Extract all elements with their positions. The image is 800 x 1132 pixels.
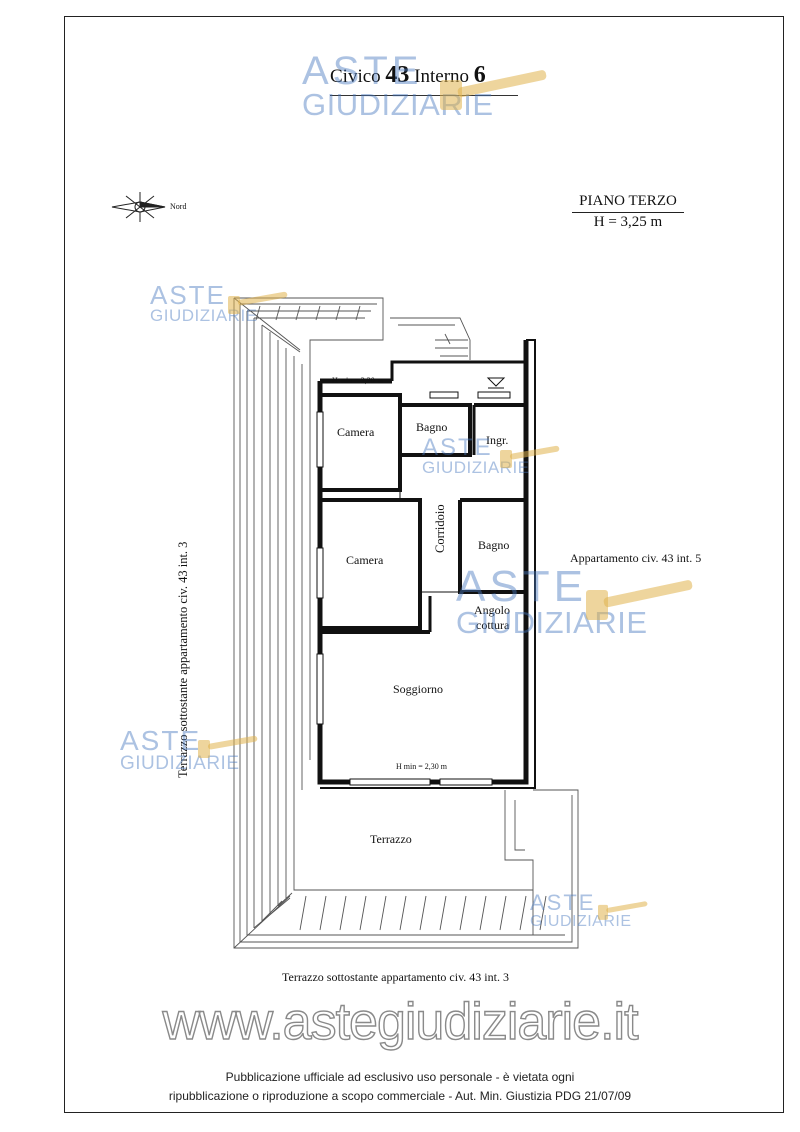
- room-camera-1: Camera: [337, 425, 375, 439]
- north-arrow-icon: [111, 192, 166, 222]
- room-soggiorno: Soggiorno: [393, 682, 444, 696]
- room-camera-2: Camera: [346, 553, 384, 567]
- north-label: Nord: [170, 202, 187, 211]
- room-angolo-line2: cottura: [476, 618, 510, 632]
- civico-number: 43: [385, 62, 410, 88]
- drawing-frame: [64, 16, 784, 1113]
- floor-name: PIANO TERZO: [572, 192, 684, 213]
- room-angolo-line1: Angolo: [474, 603, 510, 617]
- bottom-terrace-label: Terrazzo sottostante appartamento civ. 4…: [282, 970, 509, 984]
- left-terrace-label: Terrazzo sottostante appartamento civ. 4…: [176, 541, 190, 778]
- terrace-outline: [233, 297, 579, 949]
- hmin-label-top: H min = 2,30 m: [332, 376, 383, 385]
- room-terrazzo: Terrazzo: [370, 832, 412, 846]
- footer-line-2: ripubblicazione o riproduzione a scopo c…: [168, 1089, 632, 1103]
- website-watermark: www.astegiudiziarie.it: [162, 992, 640, 1051]
- apartment-walls: [316, 339, 536, 789]
- room-ingresso: Ingr.: [486, 433, 509, 447]
- footer-line-1: Pubblicazione ufficiale ad esclusivo uso…: [225, 1070, 575, 1084]
- title-underline: [330, 95, 518, 96]
- floor-height: H = 3,25 m: [593, 214, 663, 230]
- civico-label: Civico: [330, 66, 381, 87]
- page-title: Civico 43 Interno 6: [330, 62, 486, 89]
- neighbor-apartment-label: Appartamento civ. 43 int. 5: [570, 551, 702, 565]
- floor-info: PIANO TERZO H = 3,25 m: [572, 192, 684, 232]
- room-bagno-1: Bagno: [416, 420, 448, 434]
- room-corridoio: Corridoio: [433, 504, 447, 553]
- room-bagno-2: Bagno: [478, 538, 510, 552]
- hmin-label-bottom: H min = 2,30 m: [396, 762, 447, 771]
